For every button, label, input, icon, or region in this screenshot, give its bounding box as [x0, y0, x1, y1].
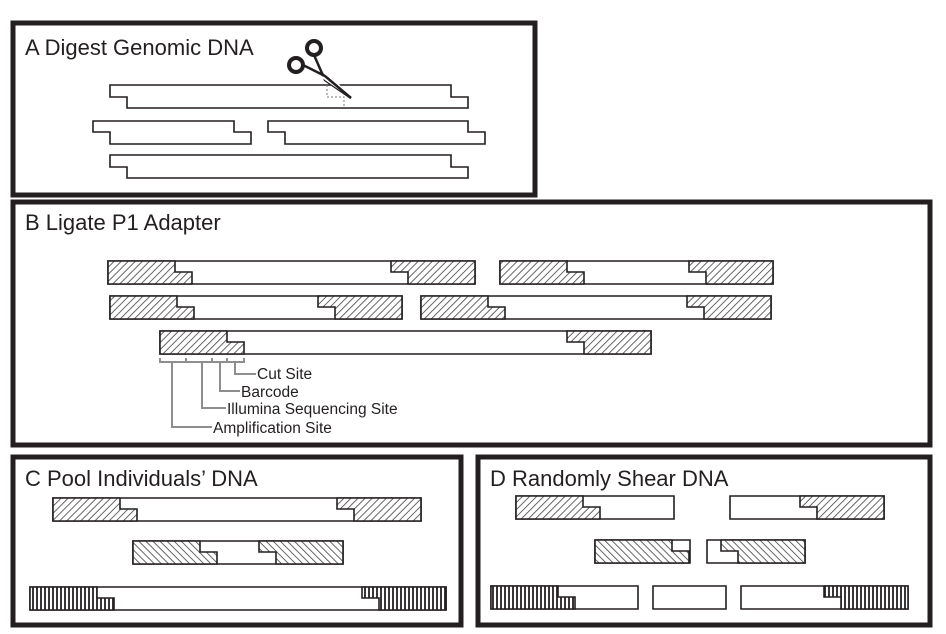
- dna-fragment: [109, 154, 469, 179]
- adapter-callouts: [159, 358, 256, 428]
- callout-barcode: Barcode: [241, 384, 299, 401]
- sheared-fragment: [490, 585, 639, 610]
- callout-sequencing-line: [201, 362, 226, 409]
- sheared-fragment: [594, 539, 691, 564]
- panel-c-title: C Pool Individuals’ DNA: [25, 466, 258, 491]
- ligated-fragment: [109, 295, 403, 320]
- panel-d: D Randomly Shear DNA: [475, 454, 933, 628]
- pooled-fragment: [29, 586, 447, 611]
- panel-c: C Pool Individuals’ DNA: [10, 454, 464, 628]
- panel-b: B Ligate P1 Adapter: [10, 199, 933, 448]
- panel-d-title: D Randomly Shear DNA: [490, 466, 729, 491]
- dna-fragment: [92, 120, 252, 145]
- sheared-fragment: [729, 495, 885, 520]
- callout-amplification-site: Amplification Site: [213, 420, 332, 437]
- callout-cut-site: Cut Site: [257, 366, 312, 383]
- callout-amplification-line: [171, 362, 212, 428]
- sheared-fragment: [740, 585, 909, 610]
- dna-fragment: [267, 120, 486, 145]
- callout-barcode-line: [219, 362, 240, 392]
- ligated-fragment: [107, 260, 476, 285]
- cut-site-marker: [326, 85, 345, 108]
- panel-b-frame: [10, 199, 933, 448]
- pooled-fragment: [52, 497, 422, 522]
- ligated-fragment: [159, 330, 652, 355]
- dna-fragment: [109, 84, 469, 109]
- panel-a-title: A Digest Genomic DNA: [25, 35, 254, 60]
- sheared-fragment: [515, 495, 675, 520]
- ligated-fragment: [499, 260, 774, 285]
- sheared-fragment: [652, 585, 727, 610]
- pooled-fragment: [132, 540, 344, 565]
- callout-sequencing-site: Illumina Sequencing Site: [227, 401, 398, 418]
- scissors-icon: [287, 39, 352, 100]
- callout-cut-site-line: [234, 362, 256, 375]
- panel-b-title: B Ligate P1 Adapter: [25, 210, 221, 235]
- sheared-fragment: [706, 539, 806, 564]
- ligated-fragment: [420, 295, 772, 320]
- panel-a: A Digest Genomic DNA: [10, 20, 538, 198]
